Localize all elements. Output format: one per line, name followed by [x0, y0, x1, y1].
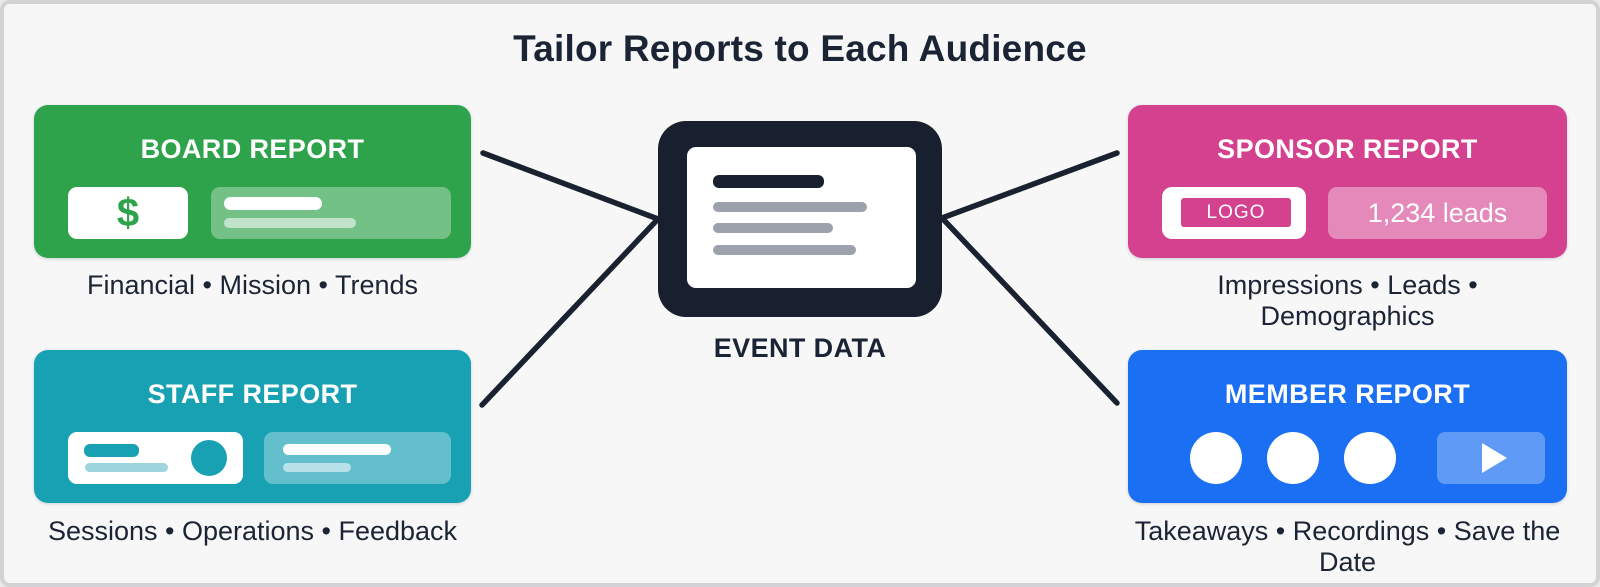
page-title: Tailor Reports to Each Audience [513, 28, 1087, 69]
connector-center-to-sponsor [939, 150, 1120, 221]
member-report-caption: Takeaways • Recordings • Save the Date [1134, 516, 1561, 577]
play-triangle-icon [1481, 443, 1507, 473]
document-text-bar [713, 223, 833, 233]
member-report-content [1128, 432, 1567, 484]
board-report-title: BOARD REPORT [140, 134, 365, 164]
sponsor-report-caption: Impressions • Leads • Demographics [1217, 270, 1478, 331]
staff-report-card: STAFF REPORT [34, 350, 471, 503]
document-heading-bar [713, 175, 824, 188]
avatar-circle-icon [1190, 432, 1242, 484]
staff-report-title: STAFF REPORT [147, 379, 358, 409]
text-lines-icon [264, 432, 451, 484]
tablet-report-icon [658, 121, 942, 317]
sponsor-report-content: LOGO 1,234 leads [1128, 187, 1567, 239]
sponsor-report-title: SPONSOR REPORT [1217, 134, 1478, 164]
leads-stat-value: 1,234 leads [1367, 197, 1508, 228]
board-report-caption: Financial • Mission • Trends [86, 270, 419, 300]
text-line-bar [224, 218, 356, 228]
document-lines-icon [687, 147, 916, 288]
text-line-bar [283, 444, 391, 455]
text-line-bar [283, 463, 351, 472]
document-text-bar [713, 245, 856, 255]
connector-board-to-center [480, 150, 661, 222]
text-line-bar [224, 197, 322, 210]
staff-report-caption: Sessions • Operations • Feedback [47, 516, 458, 546]
connector-center-to-member [939, 215, 1120, 406]
avatar-circle-icon [1267, 432, 1319, 484]
member-report-title: MEMBER REPORT [1224, 379, 1471, 409]
board-report-content: $ [34, 187, 471, 239]
staff-report-content [34, 432, 471, 484]
text-lines-icon [211, 187, 451, 239]
text-line-bar [85, 463, 168, 472]
dollar-glyph: $ [116, 191, 140, 235]
leads-stat-box: 1,234 leads [1328, 187, 1547, 239]
sponsor-report-card: SPONSOR REPORT LOGO 1,234 leads [1128, 105, 1567, 258]
play-button-icon [1437, 432, 1545, 484]
avatar-circle-icon [1344, 432, 1396, 484]
logo-label: LOGO [1181, 198, 1291, 227]
badge-with-chart-icon [68, 432, 243, 484]
logo-placeholder-icon: LOGO [1162, 187, 1306, 239]
member-report-card: MEMBER REPORT [1128, 350, 1567, 503]
connector-lines [479, 150, 1120, 408]
event-data-label: EVENT DATA [713, 333, 887, 363]
board-report-card: BOARD REPORT $ [34, 105, 471, 258]
text-line-bar [84, 444, 139, 457]
chart-circle-icon [191, 440, 227, 476]
dollar-icon: $ [68, 187, 188, 239]
connector-staff-to-center [479, 216, 661, 408]
document-text-bar [713, 202, 867, 212]
